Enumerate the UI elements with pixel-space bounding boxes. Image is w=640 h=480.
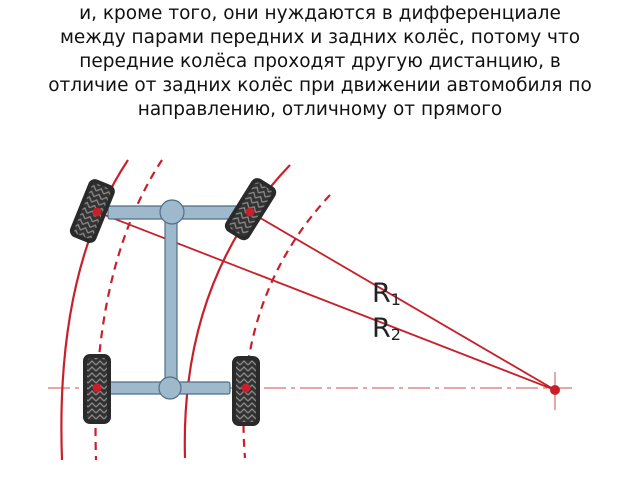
caption-line-3: передние колёса проходят другую дистанци… [79,51,561,72]
turning-center-point [550,385,560,395]
label-r1-letter: R [372,278,391,309]
caption-line-4: отличие от задних колёс при движении авт… [48,75,592,96]
front-left-wheel [69,179,115,243]
label-r2: R2 [372,313,401,344]
caption-line-2: между парами передних и задних колёс, по… [59,27,581,48]
caption-line-5: направлению, отличному от прямого [137,99,503,120]
caption-line-1: и, кроме того, они нуждаются в дифференц… [79,3,561,24]
tire-tread [74,183,111,239]
drive-shaft [164,214,178,388]
radius-r1-line [249,211,556,391]
chassis [107,199,239,400]
rear-left-wheel-center [92,383,102,393]
label-r1: R1 [372,278,401,309]
rear-right-wheel-center [241,383,251,393]
label-r2-letter: R [372,313,391,344]
label-r2-subscript: 2 [391,325,401,344]
front-differential [159,199,185,225]
rear-differential [158,376,182,400]
caption-text: и, кроме того, они нуждаются в дифференц… [0,2,640,122]
label-r1-subscript: 1 [391,290,401,309]
front-left-wheel-center [92,207,102,217]
track-left-dashed [94,159,163,461]
front-right-wheel-center [245,207,255,217]
